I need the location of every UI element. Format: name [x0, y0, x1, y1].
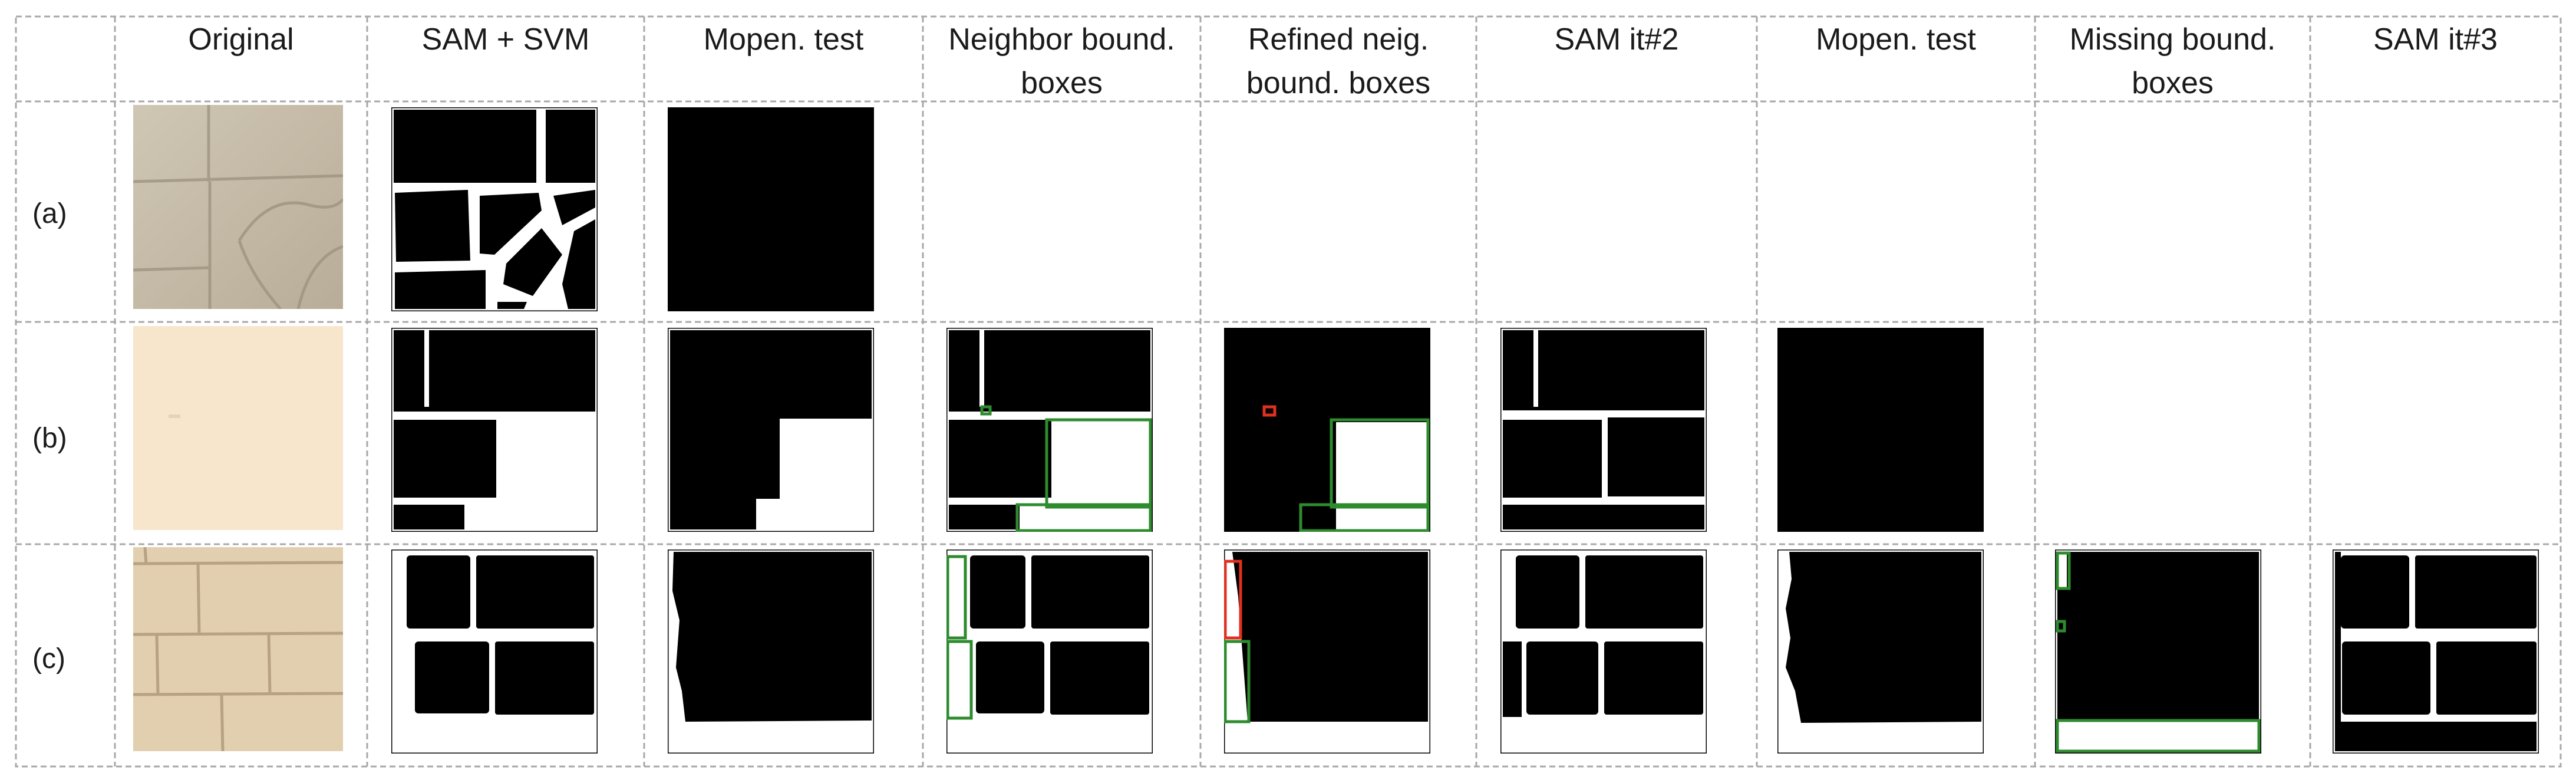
header-sam-it2: SAM it#2 [1554, 22, 1679, 57]
original-image-c [133, 547, 343, 751]
header-original: Original [188, 22, 294, 57]
mopen-mask-c-2 [1777, 550, 1984, 754]
header-mopen-test-2: Mopen. test [1816, 22, 1976, 57]
mopen-mask-b [668, 328, 874, 532]
original-image-a [133, 105, 343, 309]
mopen-mask-c [668, 550, 874, 754]
sam-it2-mask-b [1500, 328, 1707, 532]
header-refined-boxes: Refined neig. bound. boxes [1246, 22, 1431, 100]
header-neighbor-boxes: Neighbor bound. boxes [948, 22, 1175, 100]
refined-boxes-c [1224, 550, 1430, 754]
sam-svm-mask-a [391, 107, 598, 311]
neighbor-boxes-b [946, 328, 1153, 532]
sam-svm-mask-c [391, 550, 598, 754]
missing-boxes-c [2055, 550, 2261, 754]
neighbor-boxes-c [946, 550, 1153, 754]
refined-boxes-b [1224, 328, 1430, 532]
sam-svm-mask-b [391, 328, 598, 532]
row-label-c: (c) [32, 643, 65, 675]
header-mopen-test-1: Mopen. test [703, 22, 864, 57]
original-image-b [133, 326, 343, 530]
row-label-b: (b) [32, 423, 67, 454]
sam-it3-mask-c [2333, 550, 2539, 754]
sam-it2-mask-c [1500, 550, 1707, 754]
row-label-a: (a) [32, 198, 67, 229]
header-sam-svm: SAM + SVM [421, 22, 590, 57]
header-sam-it3: SAM it#3 [2373, 22, 2498, 57]
mopen-mask-a [668, 107, 874, 311]
mopen-mask-b-2 [1777, 328, 1984, 532]
header-missing-boxes: Missing bound. boxes [2069, 22, 2276, 100]
